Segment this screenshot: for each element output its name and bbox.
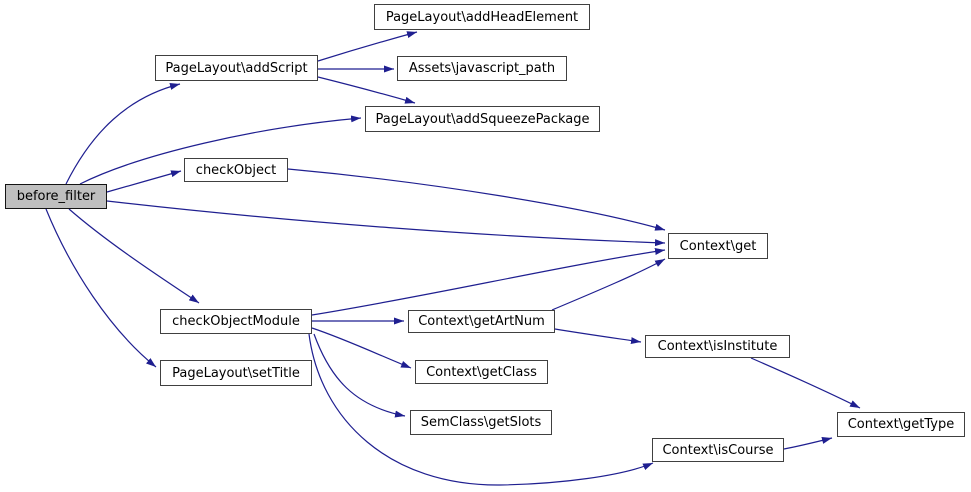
edge-get-art-num-to-is-institute [554, 328, 642, 344]
node-label-get-art-num: Context\getArtNum [418, 314, 545, 329]
node-get-art-num[interactable]: Context\getArtNum [408, 310, 555, 333]
edge-add-script-to-add-squeeze-package [317, 76, 416, 104]
node-add-script[interactable]: PageLayout\addScript [155, 55, 318, 81]
edge-check-object-module-to-get-slots [313, 333, 406, 418]
edge-get-art-num-to-context-get [551, 258, 666, 311]
node-set-title[interactable]: PageLayout\setTitle [160, 360, 312, 386]
node-get-type[interactable]: Context\getType [837, 412, 965, 437]
node-check-object[interactable]: checkObject [184, 158, 288, 182]
node-add-head-element[interactable]: PageLayout\addHeadElement [374, 4, 590, 30]
node-is-course[interactable]: Context\isCourse [652, 438, 784, 462]
node-label-get-class: Context\getClass [426, 364, 537, 380]
node-label-get-slots: SemClass\getSlots [420, 415, 542, 430]
node-before-filter: before_filter [5, 184, 107, 209]
edge-is-institute-to-get-type [750, 357, 861, 409]
node-add-squeeze-package[interactable]: PageLayout\addSqueezePackage [365, 106, 600, 132]
edge-is-course-to-get-type [783, 437, 833, 450]
node-get-slots[interactable]: SemClass\getSlots [410, 410, 552, 435]
node-label-context-get: Context\get [679, 238, 757, 254]
edge-check-object-module-to-is-course [308, 333, 654, 486]
node-javascript-path[interactable]: Assets\javascript_path [397, 56, 567, 81]
edge-add-script-to-add-head-element [317, 31, 418, 62]
node-label-add-script: PageLayout\addScript [165, 60, 308, 76]
edge-check-object-module-to-context-get [311, 248, 666, 316]
node-is-institute[interactable]: Context\isInstitute [645, 335, 790, 358]
node-label-is-institute: Context\isInstitute [657, 339, 778, 354]
edge-before-filter-to-set-title [45, 208, 157, 368]
node-label-javascript-path: Assets\javascript_path [408, 61, 556, 76]
edge-before-filter-to-add-squeeze-package [79, 115, 362, 185]
edge-before-filter-to-check-object-module [68, 208, 200, 304]
edge-before-filter-to-context-get [106, 200, 666, 247]
edge-check-object-module-to-get-class [311, 327, 412, 369]
node-label-add-squeeze-package: PageLayout\addSqueezePackage [375, 111, 590, 127]
node-check-object-module[interactable]: checkObjectModule [160, 309, 312, 334]
node-label-is-course: Context\isCourse [662, 442, 774, 458]
node-label-add-head-element: PageLayout\addHeadElement [385, 9, 579, 25]
node-label-check-object: checkObject [195, 162, 277, 178]
node-context-get[interactable]: Context\get [668, 233, 768, 259]
node-label-before-filter: before_filter [16, 189, 96, 204]
node-label-set-title: PageLayout\setTitle [172, 365, 300, 381]
edge-before-filter-to-check-object [106, 170, 182, 193]
edge-before-filter-to-add-script [65, 83, 181, 185]
node-label-check-object-module: checkObjectModule [172, 314, 300, 329]
node-get-class[interactable]: Context\getClass [415, 360, 548, 384]
edge-check-object-to-context-get [287, 168, 666, 231]
node-label-get-type: Context\getType [847, 417, 955, 432]
